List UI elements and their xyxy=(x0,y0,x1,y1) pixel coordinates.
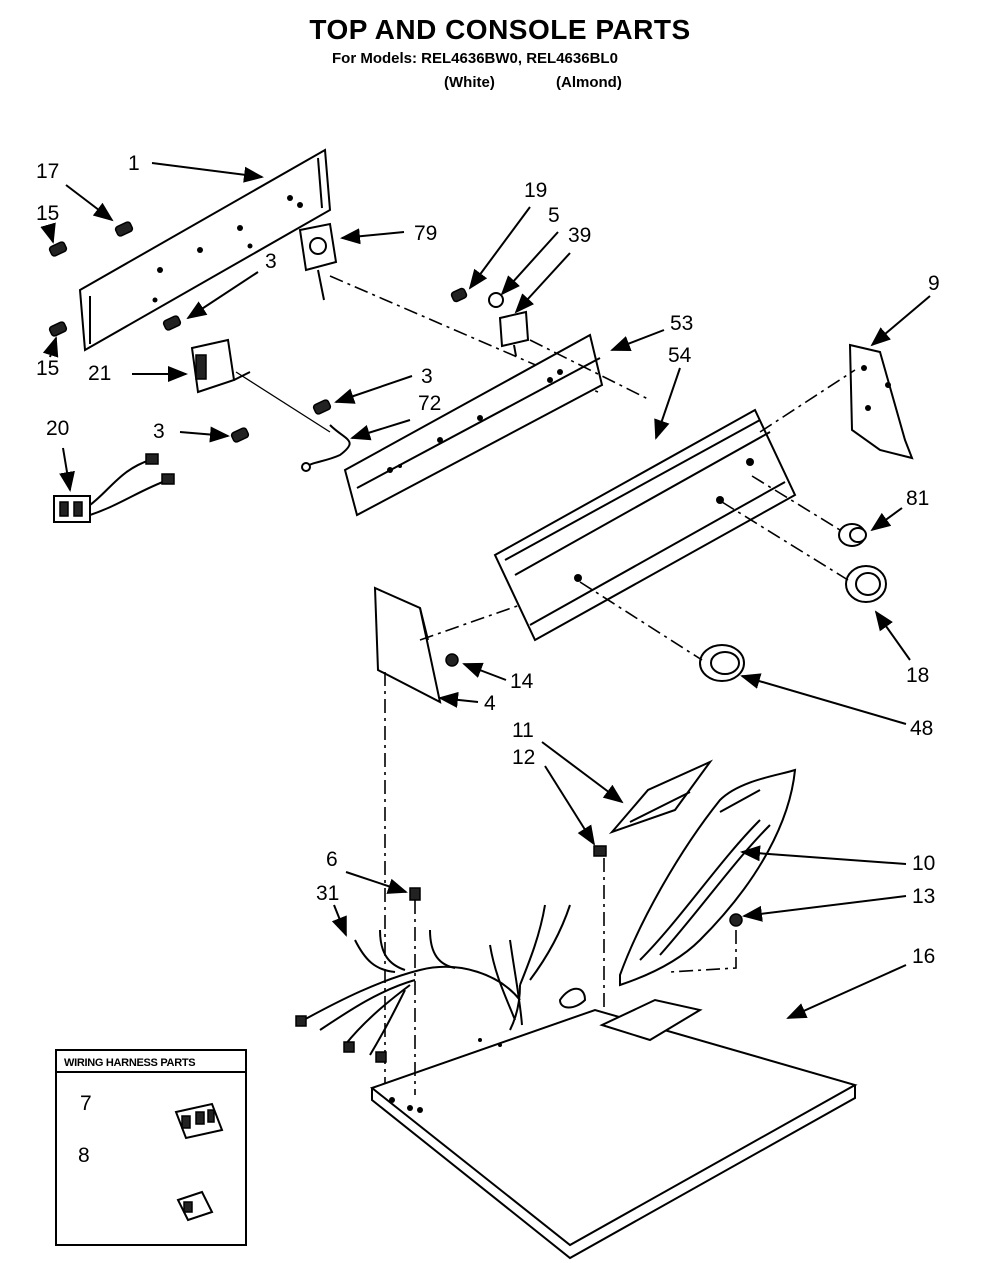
part-7-connector xyxy=(174,1102,224,1140)
screw-3-middle xyxy=(312,399,332,415)
part-11-door xyxy=(608,759,714,835)
callout-15-lower: 15 xyxy=(36,357,59,380)
part-53-bracket xyxy=(343,333,604,517)
screw-19 xyxy=(450,287,468,303)
part-10-top-cover xyxy=(619,768,797,987)
callout-13: 13 xyxy=(912,885,935,908)
callout-6: 6 xyxy=(326,848,338,871)
part-54-console-panel xyxy=(493,408,797,642)
callout-39: 39 xyxy=(568,224,591,247)
part-21-timer xyxy=(190,338,251,394)
part-16-top xyxy=(369,987,858,1260)
wiring-harness-parts-box: WIRING HARNESS PARTS 7 8 xyxy=(55,1049,247,1246)
callout-81: 81 xyxy=(906,487,929,510)
variant-almond: (Almond) xyxy=(556,74,622,91)
leader-lines xyxy=(40,162,931,1197)
part-8-connector xyxy=(176,1190,214,1222)
callout-1: 1 xyxy=(128,152,140,175)
part-6-clip xyxy=(409,887,421,901)
callout-4: 4 xyxy=(484,692,496,715)
callout-7: 7 xyxy=(80,1092,92,1115)
callout-21: 21 xyxy=(88,362,111,385)
screw-14 xyxy=(445,653,459,667)
screw-15-lower xyxy=(48,321,68,337)
callout-72: 72 xyxy=(418,392,441,415)
callout-16: 16 xyxy=(912,945,935,968)
knob-81 xyxy=(838,523,867,547)
callout-48: 48 xyxy=(910,717,933,740)
variant-white: (White) xyxy=(444,74,495,91)
part-39-clip xyxy=(498,310,530,357)
screw-3-lower xyxy=(230,427,250,443)
part-31-main-harness xyxy=(295,904,571,1063)
callout-53: 53 xyxy=(670,312,693,335)
callout-3-upper: 3 xyxy=(265,250,277,273)
models-line: For Models: REL4636BW0, REL4636BL0 xyxy=(332,50,618,67)
callout-10: 10 xyxy=(912,852,935,875)
callout-5: 5 xyxy=(548,204,560,227)
part-1-console-rear-panel xyxy=(78,148,332,352)
washer-5 xyxy=(488,292,504,308)
callout-20: 20 xyxy=(46,417,69,440)
callout-12: 12 xyxy=(512,746,535,769)
callout-11: 11 xyxy=(512,719,534,742)
callout-14: 14 xyxy=(510,670,534,693)
callout-labels: 1 17 15 15 21 20 3 3 3 79 72 19 5 39 53 … xyxy=(36,152,940,968)
knob-18 xyxy=(845,565,887,603)
callout-15-upper: 15 xyxy=(36,202,59,225)
screw-3-upper xyxy=(162,315,182,331)
screw-15-upper xyxy=(48,241,68,257)
part-9-end-cap xyxy=(848,343,914,460)
callout-17: 17 xyxy=(36,160,59,183)
part-72-wire xyxy=(301,424,351,472)
knob-48 xyxy=(699,644,745,682)
wiring-box-title: WIRING HARNESS PARTS xyxy=(64,1057,195,1069)
callout-8: 8 xyxy=(78,1144,90,1167)
callout-3-middle: 3 xyxy=(421,365,433,388)
screw-17 xyxy=(114,221,134,237)
callout-54: 54 xyxy=(668,344,692,367)
screw-13 xyxy=(729,913,743,927)
callout-79: 79 xyxy=(414,222,437,245)
part-20-harness xyxy=(53,453,175,523)
callout-18: 18 xyxy=(906,664,929,687)
screw-12 xyxy=(593,845,607,857)
page-title: TOP AND CONSOLE PARTS xyxy=(309,14,691,45)
callout-31: 31 xyxy=(316,882,339,905)
callout-9: 9 xyxy=(928,272,940,295)
callout-19: 19 xyxy=(524,179,547,202)
part-79-switch xyxy=(298,222,338,301)
callout-3-lower: 3 xyxy=(153,420,165,443)
